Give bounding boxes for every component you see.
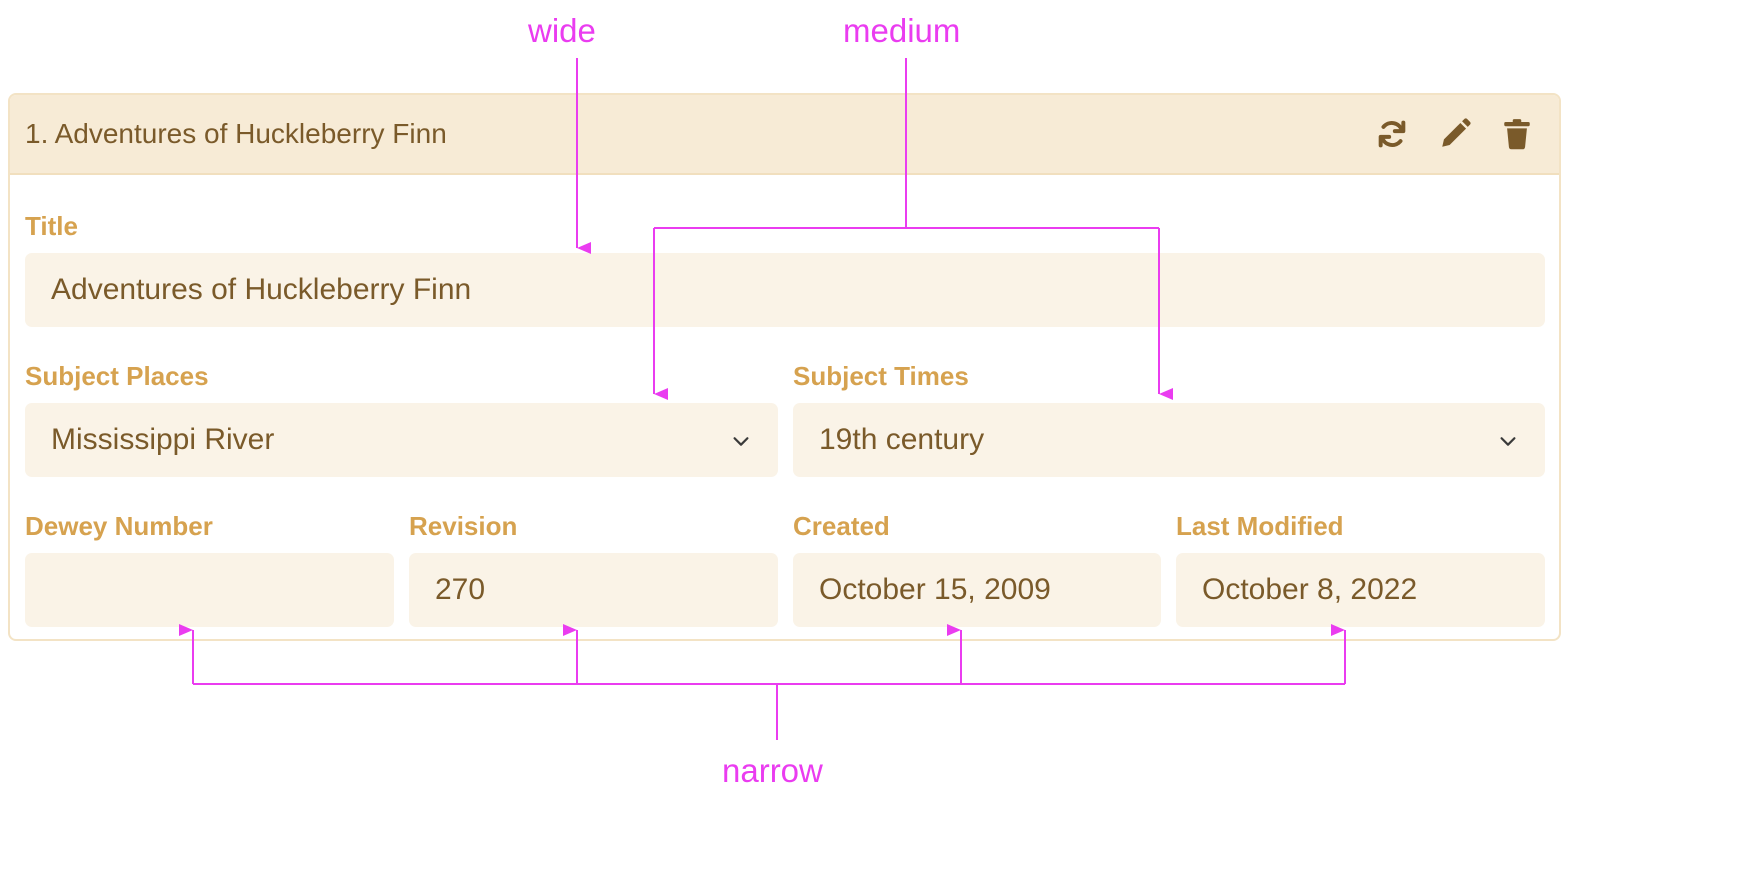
subject-times-select[interactable]: 19th century: [793, 403, 1545, 477]
annotation-medium: medium: [843, 12, 961, 49]
created-input[interactable]: October 15, 2009: [793, 553, 1161, 627]
annotation-wide: wide: [528, 12, 596, 49]
last-modified-label: Last Modified: [1176, 511, 1344, 541]
annotation-overlay: [179, 58, 1346, 740]
subject-places-select[interactable]: Mississippi River: [25, 403, 778, 477]
card-title: 1. Adventures of Huckleberry Finn: [25, 118, 447, 149]
revision-input[interactable]: 270: [409, 553, 778, 627]
chevron-down-icon: [730, 430, 752, 452]
annotation-narrow: narrow: [722, 752, 823, 789]
chevron-down-icon: [1497, 430, 1519, 452]
diagram-stage: 1. Adventures of Huckleberry Finn: [8, 12, 1561, 789]
subject-places-label: Subject Places: [25, 361, 209, 391]
card-header: 1. Adventures of Huckleberry Finn: [10, 95, 1559, 175]
revision-label: Revision: [409, 511, 518, 541]
subject-times-value: 19th century: [819, 423, 985, 456]
last-modified-input[interactable]: October 8, 2022: [1176, 553, 1545, 627]
edit-pencil-icon[interactable]: [1438, 117, 1472, 151]
subject-times-label: Subject Times: [793, 361, 969, 391]
dewey-number-label: Dewey Number: [25, 511, 213, 541]
title-input[interactable]: Adventures of Huckleberry Finn: [25, 253, 1545, 327]
trash-icon[interactable]: [1500, 117, 1534, 151]
dewey-number-input[interactable]: [25, 553, 394, 627]
title-label: Title: [25, 211, 78, 241]
subject-places-value: Mississippi River: [51, 423, 275, 456]
sync-icon[interactable]: [1375, 117, 1409, 151]
record-card: 1. Adventures of Huckleberry Finn: [8, 93, 1561, 641]
created-label: Created: [793, 511, 890, 541]
